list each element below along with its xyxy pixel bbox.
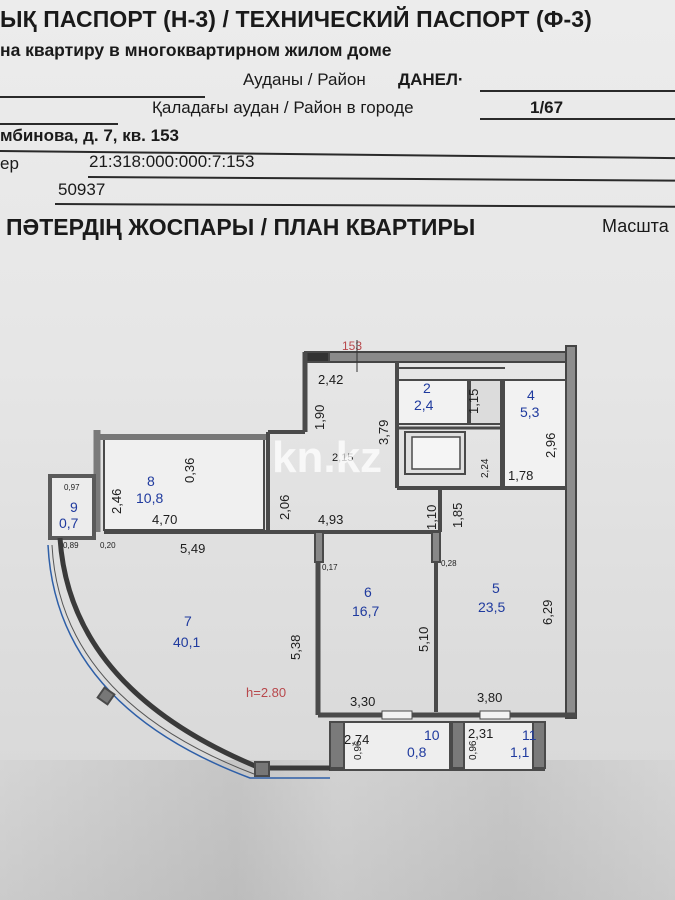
district-value: ДАНЕЛ· <box>398 70 464 89</box>
svg-text:0,97: 0,97 <box>64 483 80 492</box>
room-8-number: 8 <box>147 473 155 489</box>
room-11-number: 11 <box>522 727 537 743</box>
svg-text:3,30: 3,30 <box>350 694 375 709</box>
room-4-area: 5,3 <box>520 404 540 420</box>
svg-text:2,96: 2,96 <box>543 433 558 458</box>
city-district-label: Қаладағы аудан / Район в городе <box>152 98 414 117</box>
underline <box>480 118 675 120</box>
room-10-number: 10 <box>424 727 440 743</box>
document-subtitle: на квартиру в многоквартирном жилом доме <box>0 40 392 60</box>
inventory-number: 50937 <box>58 180 106 199</box>
room-5-number: 5 <box>492 580 500 596</box>
svg-text:5,49: 5,49 <box>180 541 205 556</box>
plan-title: ПӘТЕРДІҢ ЖОСПАРЫ / ПЛАН КВАРТИРЫ <box>6 214 476 240</box>
svg-text:0,96: 0,96 <box>468 740 479 760</box>
svg-text:4,70: 4,70 <box>152 512 177 527</box>
room-7-area: 40,1 <box>173 634 200 650</box>
outer-wall-right <box>565 345 577 719</box>
underline <box>0 96 205 98</box>
room-9-number: 9 <box>70 499 78 515</box>
room-labels: 2 2,4 4 5,3 5 23,5 6 16,7 7 40,1 8 10,8 … <box>59 380 540 760</box>
svg-text:0,89: 0,89 <box>63 541 79 550</box>
svg-text:2,31: 2,31 <box>468 726 493 741</box>
document-title: ЫҚ ПАСПОРТ (Н-3) / ТЕХНИЧЕСКИЙ ПАСПОРТ (… <box>0 6 592 32</box>
district-label: Ауданы / Район <box>243 70 366 89</box>
room-2-area: 2,4 <box>414 397 434 413</box>
svg-text:2,06: 2,06 <box>277 495 292 520</box>
room-2-number: 2 <box>423 380 431 396</box>
scale-label: Масшта <box>602 216 669 236</box>
apartment-number: 153 <box>342 339 362 353</box>
svg-text:1,15: 1,15 <box>466 389 481 414</box>
watermark: kn.kz <box>272 433 382 482</box>
city-district-value: 1/67 <box>530 98 564 117</box>
underline <box>0 123 118 125</box>
room-5-area: 23,5 <box>478 599 505 615</box>
svg-text:1,85: 1,85 <box>450 503 465 528</box>
room-7-number: 7 <box>184 613 192 629</box>
room-4-number: 4 <box>527 387 535 403</box>
svg-text:5,10: 5,10 <box>416 627 431 652</box>
room-11-area: 1,1 <box>510 744 530 760</box>
address-value: мбинова, д. 7, кв. 153 <box>0 126 179 145</box>
room-6-area: 16,7 <box>352 603 379 619</box>
room-8-area: 10,8 <box>136 490 163 506</box>
svg-text:5,38: 5,38 <box>288 635 303 660</box>
svg-text:1,10: 1,10 <box>424 505 439 530</box>
cadastral-label: ер <box>0 154 19 173</box>
svg-text:2,24: 2,24 <box>480 458 491 478</box>
room-6-number: 6 <box>364 584 372 600</box>
svg-text:0,28: 0,28 <box>441 559 457 568</box>
outer-wall-top <box>304 351 576 363</box>
svg-text:2,15: 2,15 <box>332 452 353 464</box>
svg-text:0,36: 0,36 <box>182 458 197 483</box>
svg-text:2,42: 2,42 <box>318 372 343 387</box>
ceiling-height: h=2.80 <box>246 685 286 700</box>
svg-text:2,46: 2,46 <box>109 489 124 514</box>
svg-text:0,17: 0,17 <box>322 563 338 572</box>
paper-shadow <box>0 760 675 900</box>
svg-text:1,78: 1,78 <box>508 468 533 483</box>
svg-text:6,29: 6,29 <box>540 600 555 625</box>
svg-text:0,96: 0,96 <box>353 740 364 760</box>
svg-text:2,74: 2,74 <box>344 732 369 747</box>
svg-text:3,80: 3,80 <box>477 690 502 705</box>
svg-text:1,90: 1,90 <box>312 405 327 430</box>
cadastral-number: 21:318:000:000:7:153 <box>89 152 255 171</box>
underline <box>480 90 675 92</box>
svg-text:4,93: 4,93 <box>318 512 343 527</box>
svg-text:3,79: 3,79 <box>376 420 391 445</box>
room-9-area: 0,7 <box>59 515 79 531</box>
dimension-labels: 2,42 1,15 2,96 1,78 3,79 1,90 2,15 2,24 … <box>63 372 558 760</box>
room-10-area: 0,8 <box>407 744 427 760</box>
svg-text:0,20: 0,20 <box>100 541 116 550</box>
